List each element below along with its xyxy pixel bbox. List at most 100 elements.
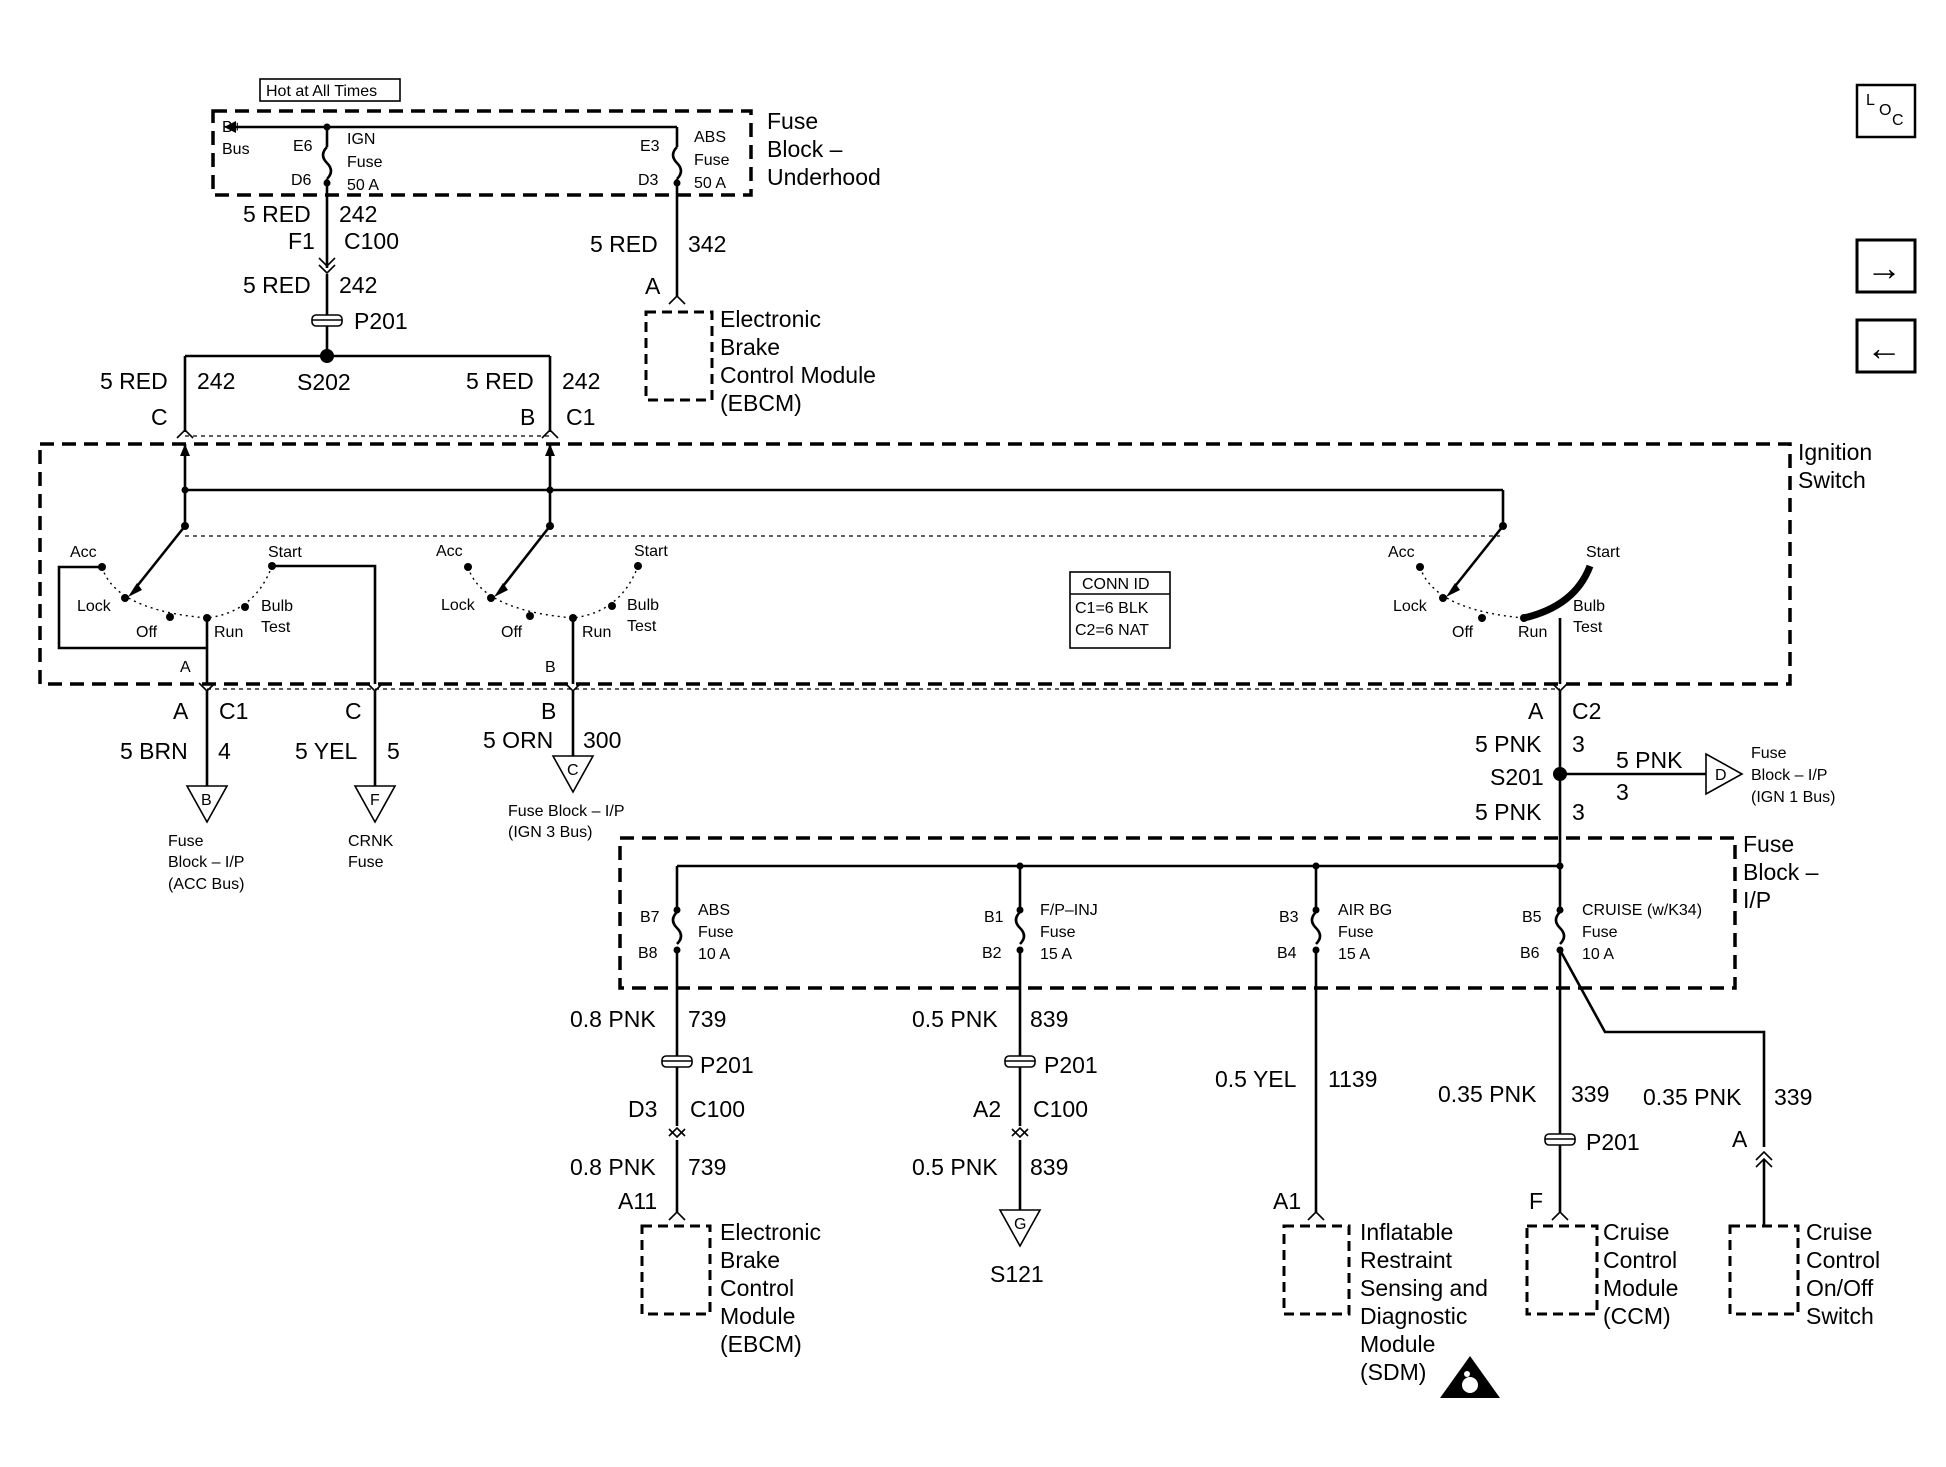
fpinj-pin-a2: A2 bbox=[973, 1096, 1001, 1122]
ignition-switch-outline bbox=[38, 442, 1792, 686]
ip-fuse-fpinj: B1 B2 F/P–INJ Fuse 15 A bbox=[982, 866, 1098, 963]
wire-circuit-242-2: 242 bbox=[339, 272, 377, 298]
abs-fuse-name: ABS bbox=[694, 129, 726, 146]
ign1-circuit-2: 3 bbox=[1572, 799, 1585, 825]
branch-cruise-switch-339: 0.35 PNK 339 A Cruise Control On/Off Swi… bbox=[1558, 949, 1880, 1329]
ip-cruise-amp: 10 A bbox=[1582, 946, 1614, 963]
abs-fuse-e3: E3 bbox=[640, 138, 660, 155]
ebcm-bottom-l2: Brake bbox=[720, 1247, 780, 1273]
fuse-block-underhood: Hot at All Times Fuse Block – Underhood … bbox=[211, 78, 881, 197]
ccm-l1: Cruise bbox=[1603, 1219, 1669, 1245]
ccm-l4: (CCM) bbox=[1603, 1303, 1671, 1329]
ign1-dest-3: (IGN 1 Bus) bbox=[1751, 789, 1835, 806]
conn-id-title: CONN ID bbox=[1082, 576, 1150, 593]
abs739-p201: P201 bbox=[700, 1052, 754, 1078]
ebcm-bottom-l4: Module bbox=[720, 1303, 795, 1329]
ebcm-bottom-l3: Control bbox=[720, 1275, 794, 1301]
ip-fuse-airbg: B3 B4 AIR BG Fuse 15 A bbox=[1277, 866, 1392, 963]
sw1-lock: Lock bbox=[77, 598, 112, 615]
ign-fuse-symbol bbox=[321, 146, 333, 180]
sw1-pin-a: A bbox=[180, 659, 191, 676]
underhood-title-1: Fuse bbox=[767, 108, 818, 134]
ip-title-2: Block – bbox=[1743, 859, 1819, 885]
right-wire-gauge: 5 RED bbox=[466, 368, 534, 394]
ip-airbg-amp: 15 A bbox=[1338, 946, 1370, 963]
ign3-offpage-marker bbox=[551, 755, 595, 794]
ip-abs-top-pin: B7 bbox=[640, 909, 660, 926]
ccm-pin-f: F bbox=[1529, 1188, 1543, 1214]
ignition-title-1: Ignition bbox=[1798, 439, 1872, 465]
next-page-button[interactable]: → bbox=[1855, 238, 1917, 294]
ebcm-top-box bbox=[644, 310, 714, 402]
underhood-title-3: Underhood bbox=[767, 164, 881, 190]
sw2-acc: Acc bbox=[436, 543, 463, 560]
ign1-circuit: 3 bbox=[1572, 731, 1585, 757]
ign3-gauge: 5 ORN bbox=[483, 727, 553, 753]
bplus-label: B+ bbox=[222, 119, 242, 136]
ccm-gauge: 0.35 PNK bbox=[1438, 1081, 1537, 1107]
abs739-pin-d3: D3 bbox=[628, 1096, 657, 1122]
locator-button[interactable]: L O C bbox=[1855, 83, 1917, 139]
ebcm-top-l2: Brake bbox=[720, 334, 780, 360]
branch-cruise-339: 0.35 PNK 339 P201 F Cruise Control Modul… bbox=[1438, 950, 1678, 1329]
prev-arrow-icon: ← bbox=[1866, 327, 1902, 368]
sw2-start: Start bbox=[634, 543, 668, 560]
fpinj-circuit-2: 839 bbox=[1030, 1154, 1068, 1180]
crnk-marker-letter: F bbox=[370, 792, 380, 809]
sw1-start: Start bbox=[268, 544, 302, 561]
sw1-test: Test bbox=[261, 619, 291, 636]
ign3-dest-2: (IGN 3 Bus) bbox=[508, 824, 592, 841]
ip-fuses: B7 B8 ABS Fuse 10 A B1 B2 F/P–INJ Fuse 1… bbox=[638, 866, 1702, 963]
branch-fpinj-839: 0.5 PNK 839 P201 A2 C100 0.5 PNK 839 G S… bbox=[912, 950, 1098, 1287]
acc-conn-c1: C1 bbox=[219, 698, 248, 724]
ccsw-gauge: 0.35 PNK bbox=[1643, 1084, 1742, 1110]
ign3-marker-letter: C bbox=[567, 762, 579, 779]
crnk-gauge: 5 YEL bbox=[295, 738, 357, 764]
ip-title-1: Fuse bbox=[1743, 831, 1794, 857]
ebcm-top-pin-a: A bbox=[645, 273, 661, 299]
acc-dest-1: Fuse bbox=[168, 833, 204, 850]
ccm-box bbox=[1525, 1224, 1599, 1316]
ip-airbg-name: AIR BG bbox=[1338, 902, 1392, 919]
c100-top-label: C100 bbox=[344, 228, 399, 254]
sw2-off: Off bbox=[501, 624, 523, 641]
airbag-warning-icon bbox=[1440, 1356, 1500, 1398]
ccm-l3: Module bbox=[1603, 1275, 1678, 1301]
abs-fuse-d3: D3 bbox=[638, 172, 659, 189]
fpinj-p201: P201 bbox=[1044, 1052, 1098, 1078]
sdm-l1: Inflatable bbox=[1360, 1219, 1453, 1245]
ign3-dest-1: Fuse Block – I/P bbox=[508, 803, 625, 820]
next-arrow-icon: → bbox=[1866, 247, 1902, 288]
ip-cruise-top-pin: B5 bbox=[1522, 909, 1542, 926]
fuse-block-ip: Fuse Block – I/P B7 B8 ABS Fuse 10 A bbox=[618, 831, 1819, 990]
sdm-l5: Module bbox=[1360, 1331, 1435, 1357]
sw2-bulb: Bulb bbox=[627, 597, 659, 614]
fpinj-dest-s121: S121 bbox=[990, 1261, 1044, 1287]
branch-abs-739: 0.8 PNK 739 P201 D3 C100 0.8 PNK 739 A11… bbox=[570, 950, 821, 1357]
ip-airbg-fuse: Fuse bbox=[1338, 924, 1374, 941]
ign3-pin-b: B bbox=[541, 698, 556, 724]
abs-fuse-amp: 50 A bbox=[694, 175, 726, 192]
ip-cruise-fuse: Fuse bbox=[1582, 924, 1618, 941]
acc-dest-2: Block – I/P bbox=[168, 854, 244, 871]
switch-section-2: Acc Lock Off Run Start Bulb Test B bbox=[436, 522, 668, 684]
ign-fuse-name: IGN bbox=[347, 131, 375, 148]
sw1-acc: Acc bbox=[70, 544, 97, 561]
crnk-pin-c: C bbox=[345, 698, 362, 724]
locator-l: L bbox=[1866, 92, 1875, 109]
hot-at-all-times-box bbox=[259, 78, 401, 102]
ip-abs-bot-pin: B8 bbox=[638, 945, 658, 962]
ebcm-top-connector-icon bbox=[668, 294, 686, 305]
ccsw-box bbox=[1728, 1224, 1800, 1316]
prev-page-button[interactable]: ← bbox=[1855, 318, 1917, 374]
left-wire-gauge: 5 RED bbox=[100, 368, 168, 394]
abs-wire-circuit: 342 bbox=[688, 231, 726, 257]
left-wire-circuit: 242 bbox=[197, 368, 235, 394]
acc-circuit: 4 bbox=[218, 738, 231, 764]
s202-label: S202 bbox=[297, 369, 351, 395]
feed-242: 5 RED 242 F1 C100 5 RED 242 P201 S202 5 … bbox=[100, 185, 600, 439]
ip-abs-name: ABS bbox=[698, 902, 730, 919]
crnk-dest-2: Fuse bbox=[348, 854, 384, 871]
fpinj-c100-connector bbox=[1011, 1126, 1029, 1139]
